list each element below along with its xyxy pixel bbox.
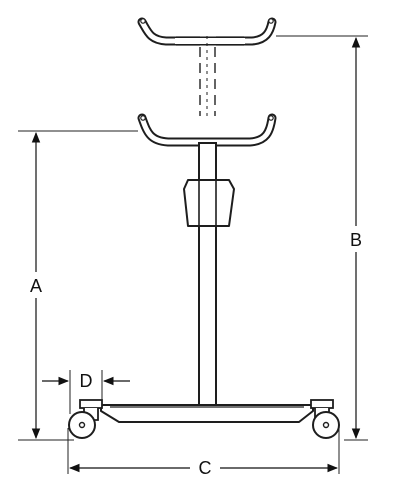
lower-saddle xyxy=(137,113,277,147)
base-frame xyxy=(100,404,314,423)
dimension-label-d: D xyxy=(80,371,93,391)
dimension-c: C xyxy=(67,428,340,478)
dimension-label-a: A xyxy=(30,276,42,296)
dimension-d: D xyxy=(42,370,130,414)
upper-saddle-raised xyxy=(137,17,277,46)
dimension-label-c: C xyxy=(199,458,212,478)
right-caster-wheel xyxy=(310,399,340,439)
left-caster-wheel xyxy=(68,399,103,439)
dimension-b: B xyxy=(276,35,368,441)
post-phantom-extension xyxy=(199,36,216,120)
clamp-collar xyxy=(183,179,235,227)
dimension-a: A xyxy=(18,130,138,441)
dimension-label-b: B xyxy=(350,230,362,250)
